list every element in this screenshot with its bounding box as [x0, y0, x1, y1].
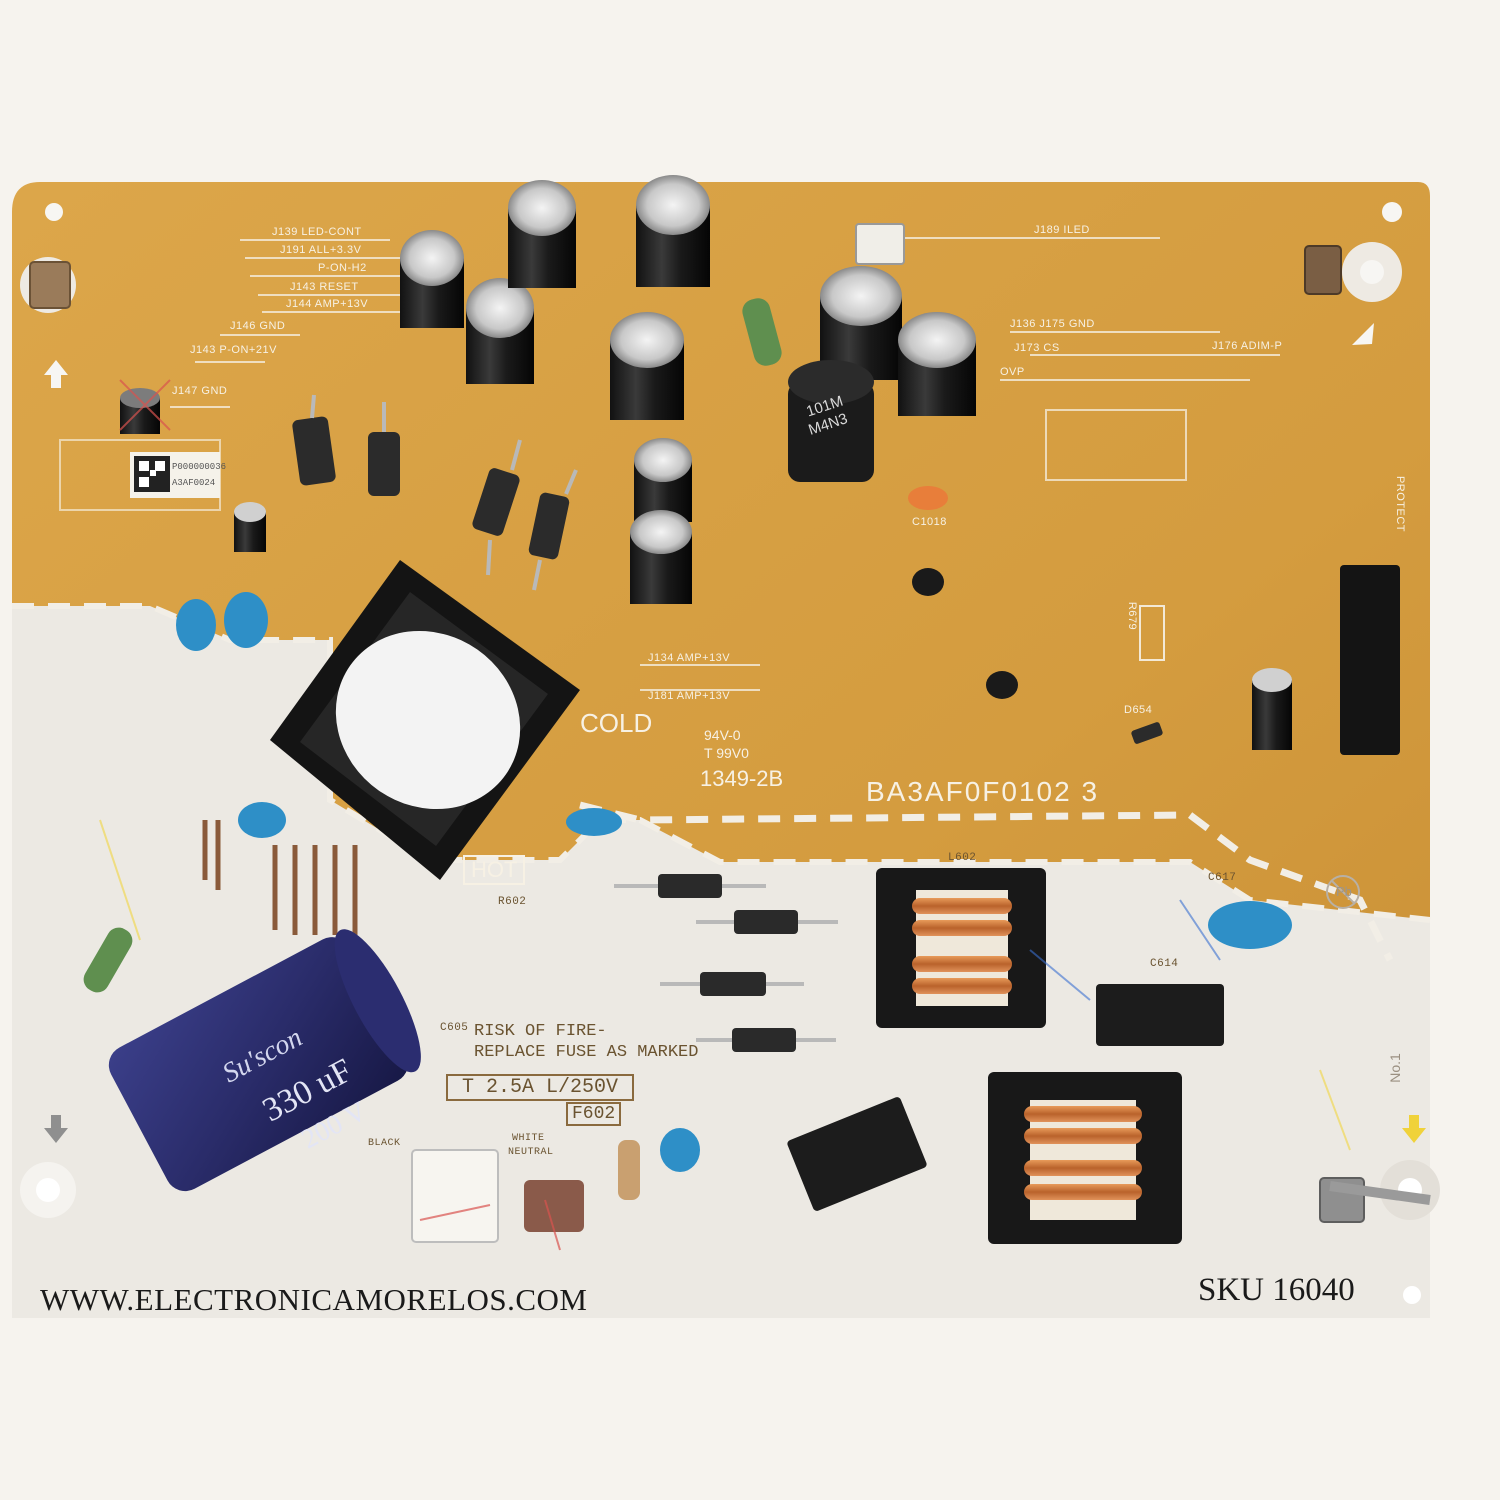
- silk-r679: R679: [1126, 601, 1139, 631]
- silk-c1018: C1018: [912, 516, 947, 528]
- zone-hot-label: HOT: [463, 855, 526, 885]
- silk-led-cont: J139 LED-CONT: [272, 226, 362, 238]
- board-date-code: 1349-2B: [700, 766, 784, 791]
- silk-p-on-21v: J143 P-ON+21V: [190, 344, 277, 356]
- silk-c614: C614: [1150, 958, 1179, 970]
- silk-cs: J173 CS: [1014, 342, 1060, 354]
- qr-label-code-2: A3AF0024: [172, 478, 216, 488]
- fuse-reference: F602: [566, 1102, 622, 1126]
- silk-l602: L602: [948, 852, 977, 864]
- silk-gnd-j147: J147 GND: [172, 385, 228, 397]
- silk-reset: J143 RESET: [290, 281, 359, 293]
- silk-ovp: OVP: [1000, 366, 1025, 378]
- silk-gnd-j146: J146 GND: [230, 320, 286, 332]
- watermark-url: WWW.ELECTRONICAMORELOS.COM: [40, 1282, 588, 1317]
- silk-c617: C617: [1208, 872, 1237, 884]
- silk-amp-13v-1: J134 AMP+13V: [648, 652, 731, 664]
- zone-cold-label: COLD: [580, 708, 653, 738]
- sku-label: SKU 16040: [1198, 1272, 1355, 1308]
- board-mark-no: No.1: [1386, 1053, 1403, 1083]
- silk-c605: C605: [440, 1022, 469, 1034]
- silk-all-33v: J191 ALL+3.3V: [280, 244, 362, 256]
- board-part-number: BA3AF0F0102 3: [866, 776, 1100, 807]
- silk-d654: D654: [1124, 704, 1153, 716]
- connector-label-black: BLACK: [368, 1138, 401, 1149]
- connector-label-white: WHITE: [512, 1133, 545, 1144]
- silk-protect: PROTECT: [1394, 475, 1407, 533]
- silk-p-on-h2: P-ON-H2: [318, 262, 367, 274]
- silk-r602: R602: [498, 896, 527, 908]
- flammability-rating-2: T 99V0: [704, 745, 749, 761]
- silk-amp-13v-top: J144 AMP+13V: [286, 298, 369, 310]
- silk-amp-13v-2: J181 AMP+13V: [648, 690, 731, 702]
- connector-label-neutral: NEUTRAL: [508, 1147, 554, 1158]
- qr-label-code-1: P000000036: [172, 462, 227, 472]
- lead-free-symbol: Pb: [1336, 884, 1352, 899]
- flammability-rating-1: 94V-0: [704, 727, 741, 743]
- fuse-rating: T 2.5A L/250V: [446, 1074, 635, 1101]
- fire-warning-line-1: RISK OF FIRE-: [474, 1022, 607, 1041]
- silk-iled: J189 ILED: [1034, 224, 1090, 236]
- fire-warning-line-2: REPLACE FUSE AS MARKED: [474, 1043, 699, 1062]
- silk-gnd-j136: J136 J175 GND: [1010, 318, 1095, 330]
- silk-adim-p: J176 ADIM-P: [1212, 340, 1283, 352]
